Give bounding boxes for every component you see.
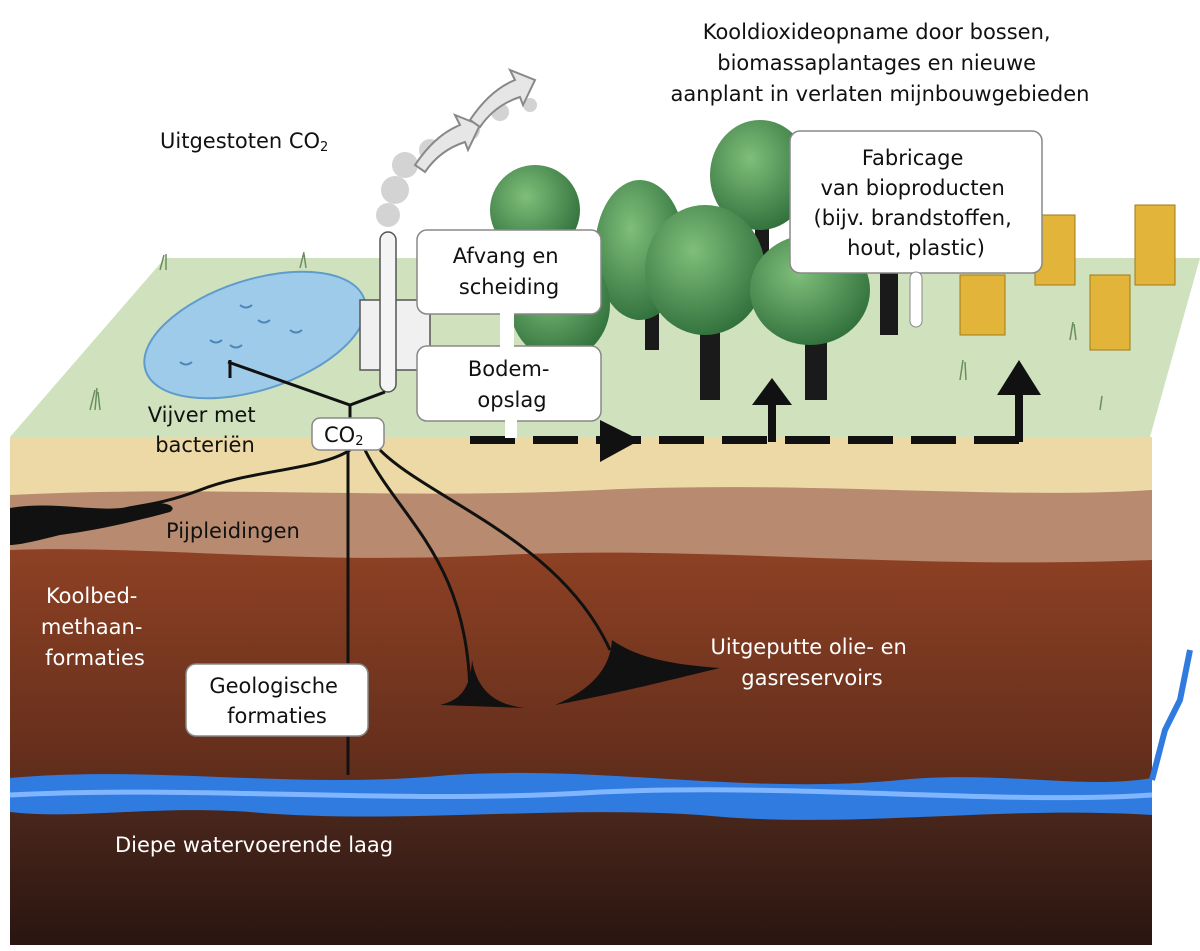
rock-layer: [10, 549, 1152, 790]
emission-arrow-icon: [468, 68, 537, 129]
box-connector: [909, 271, 923, 328]
capture-label: Afvang en scheiding: [453, 244, 566, 299]
deep-layer: [10, 805, 1152, 945]
pond-ripples: [179, 304, 303, 366]
subsoil-layer: [10, 487, 1152, 568]
bioproducts-label: Fabricage van bioproducten (bijv. brands…: [814, 146, 1019, 260]
coalbed-label: Koolbed- methaan- formaties: [41, 584, 149, 670]
co2-box-label: CO2: [324, 423, 363, 449]
emission-arrow-icon: [413, 113, 482, 174]
box-connector: [505, 420, 517, 438]
box-connector: [500, 313, 514, 347]
water-edge: [1149, 649, 1193, 781]
reservoir-spill: [440, 660, 525, 708]
forest-uptake-label: Kooldioxideopname door bossen, biomassap…: [671, 20, 1090, 106]
biomass-crops: [959, 204, 1176, 351]
geological-label: Geologische formaties: [209, 674, 344, 728]
geological-box: [185, 663, 369, 737]
capture-box: [416, 229, 602, 315]
emitted-co2-label: Uitgestoten CO2: [160, 129, 328, 155]
soil-storage-label: Bodem- opslag: [468, 357, 556, 412]
co2-box: [311, 417, 385, 451]
pond-label: Vijver met bacteriën: [148, 403, 263, 457]
grass: [89, 251, 1103, 411]
reservoir-spill: [555, 640, 720, 705]
depleted-reservoirs-label: Uitgeputte olie- en gasreservoirs: [711, 635, 914, 690]
biomass-flow-arrow: [470, 360, 1041, 462]
smokestack: [379, 231, 397, 393]
water-highlight: [9, 787, 1153, 801]
pipelines-label: Pijpleidingen: [166, 519, 300, 543]
aquifer-water: [10, 772, 1152, 820]
pipeline-bundle: [10, 502, 173, 545]
aquifer-label: Diepe watervoerende laag: [115, 833, 393, 857]
